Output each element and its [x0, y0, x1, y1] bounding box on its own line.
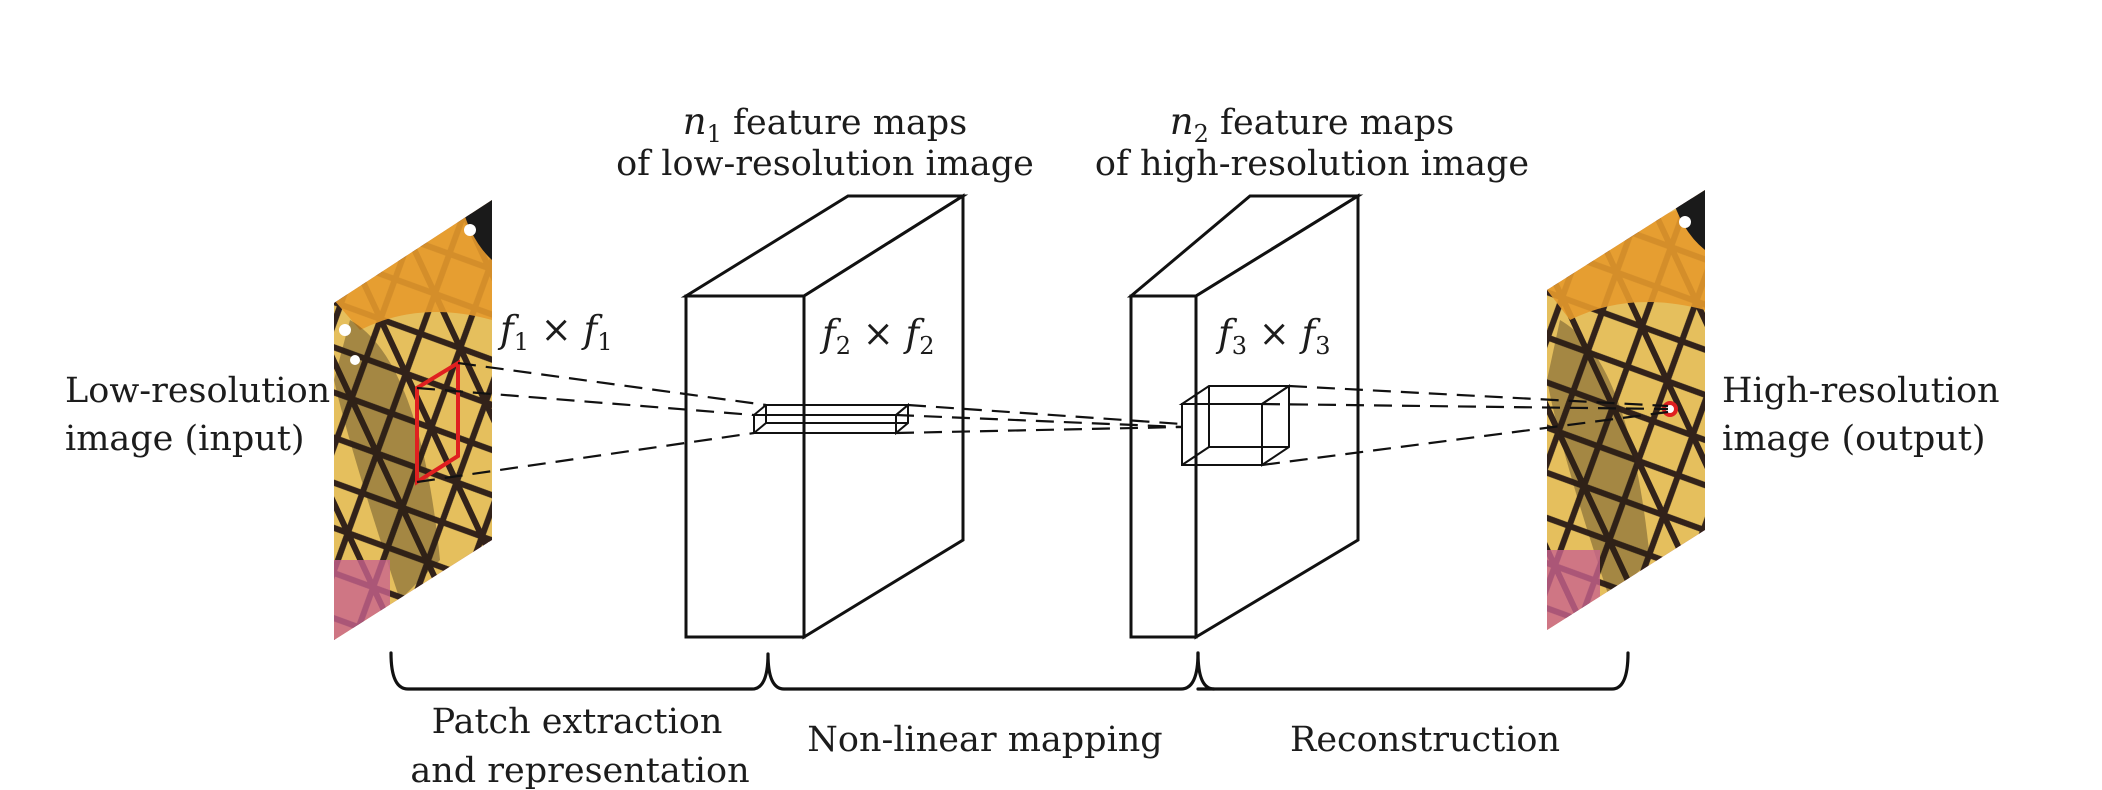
output-label-line2: image (output) — [1722, 419, 1986, 459]
stage2-label: Non-linear mapping — [807, 720, 1162, 760]
feature-maps-block-1 — [680, 193, 969, 640]
maps2-title-line2: of high-resolution image — [1095, 144, 1529, 184]
input-label-line1: Low-resolution — [65, 371, 330, 411]
maps1-title-line2: of low-resolution image — [616, 144, 1034, 184]
filter-size-1: f1 × f1 — [497, 308, 613, 356]
input-label-line2: image (input) — [65, 419, 305, 459]
input-patch-highlight — [415, 359, 460, 486]
brace-stage-3-start — [1196, 651, 1216, 691]
stage3-label: Reconstruction — [1290, 720, 1560, 760]
stage1-label-line2: and representation — [410, 751, 749, 790]
butterfly-image-output — [1547, 190, 1705, 630]
brace-stage-3 — [1196, 651, 1630, 691]
filter-size-2: f2 × f2 — [819, 312, 935, 360]
input-image — [334, 200, 492, 640]
maps1-title-line1: n1 feature maps — [683, 100, 967, 148]
maps2-title-line1: n2 feature maps — [1170, 100, 1454, 148]
projection-lines — [416, 361, 1669, 484]
output-image — [1547, 190, 1705, 630]
stage1-label-line1: Patch extraction — [432, 702, 723, 742]
feature-maps-block-2 — [1126, 193, 1364, 640]
brace-stage-1 — [389, 651, 1200, 691]
output-label-line1: High-resolution — [1722, 371, 2000, 411]
